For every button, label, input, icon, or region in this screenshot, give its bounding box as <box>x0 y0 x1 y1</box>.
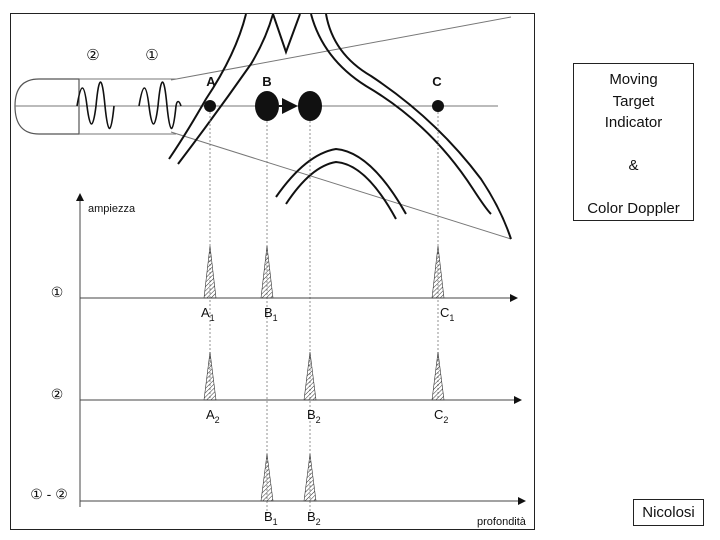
target-b-label: B <box>262 74 271 89</box>
row-2-peak-a-label: A2 <box>206 407 220 425</box>
title-line-3: Indicator <box>604 114 663 131</box>
row-2-peak-c <box>431 351 445 401</box>
row-3-peak-b2-label: B2 <box>307 509 321 527</box>
row-3-peak-b1-label: B1 <box>264 509 278 527</box>
transducer <box>14 78 176 135</box>
author-box: Nicolosi <box>633 499 704 526</box>
projection-lines <box>209 112 439 514</box>
row-2-peak-a <box>203 351 217 401</box>
row-2-peak-b-label: B2 <box>307 407 321 425</box>
vessel-walls <box>168 14 512 240</box>
row-3-peak-b2 <box>303 453 317 502</box>
row-3-peak-b1 <box>260 453 274 502</box>
doppler-diagram: ② ① A B C ampiezza ① A1 B1 C1 ② A2 B2 C2 <box>10 13 535 530</box>
target-a-dot <box>204 100 216 112</box>
author-name: Nicolosi <box>642 504 695 521</box>
title-line-2: Target <box>612 92 655 110</box>
row-2-peak-b <box>303 351 317 401</box>
target-a-label: A <box>206 74 216 89</box>
row-1-peak-a <box>203 245 217 299</box>
pulse-2-label: ② <box>86 47 99 64</box>
row-1-label: ① <box>51 284 64 300</box>
y-axis-label: ampiezza <box>88 203 136 215</box>
row-2-label: ② <box>51 386 64 402</box>
title-spacer-2 <box>574 177 693 199</box>
row-2-peak-c-label: C2 <box>434 407 448 425</box>
row-1-peak-a-label: A1 <box>201 305 215 323</box>
row-3-label: ① - ② <box>30 486 68 502</box>
target-c-dot <box>432 100 444 112</box>
row-1-peak-b-label: B1 <box>264 305 278 323</box>
title-box: Moving Target Indicator & Color Doppler <box>573 63 694 221</box>
target-b-disk-1 <box>255 91 279 121</box>
row-1-peak-b <box>260 245 274 299</box>
target-c-label: C <box>432 74 442 89</box>
title-ampersand: & <box>628 157 639 174</box>
row-1-peak-c-label: C1 <box>440 305 454 323</box>
beam-lower-edge <box>170 131 512 240</box>
pulse-1-label: ① <box>145 47 158 64</box>
title-spacer <box>574 134 693 156</box>
x-axis-label: profondità <box>477 516 527 528</box>
pulse-2-waveform <box>76 81 115 130</box>
target-b-disk-2 <box>298 91 322 121</box>
pulse-1-waveform <box>138 81 182 130</box>
row-1-peak-c <box>431 245 445 299</box>
title-line-4: Color Doppler <box>587 200 680 217</box>
title-line-1: Moving <box>609 71 658 88</box>
